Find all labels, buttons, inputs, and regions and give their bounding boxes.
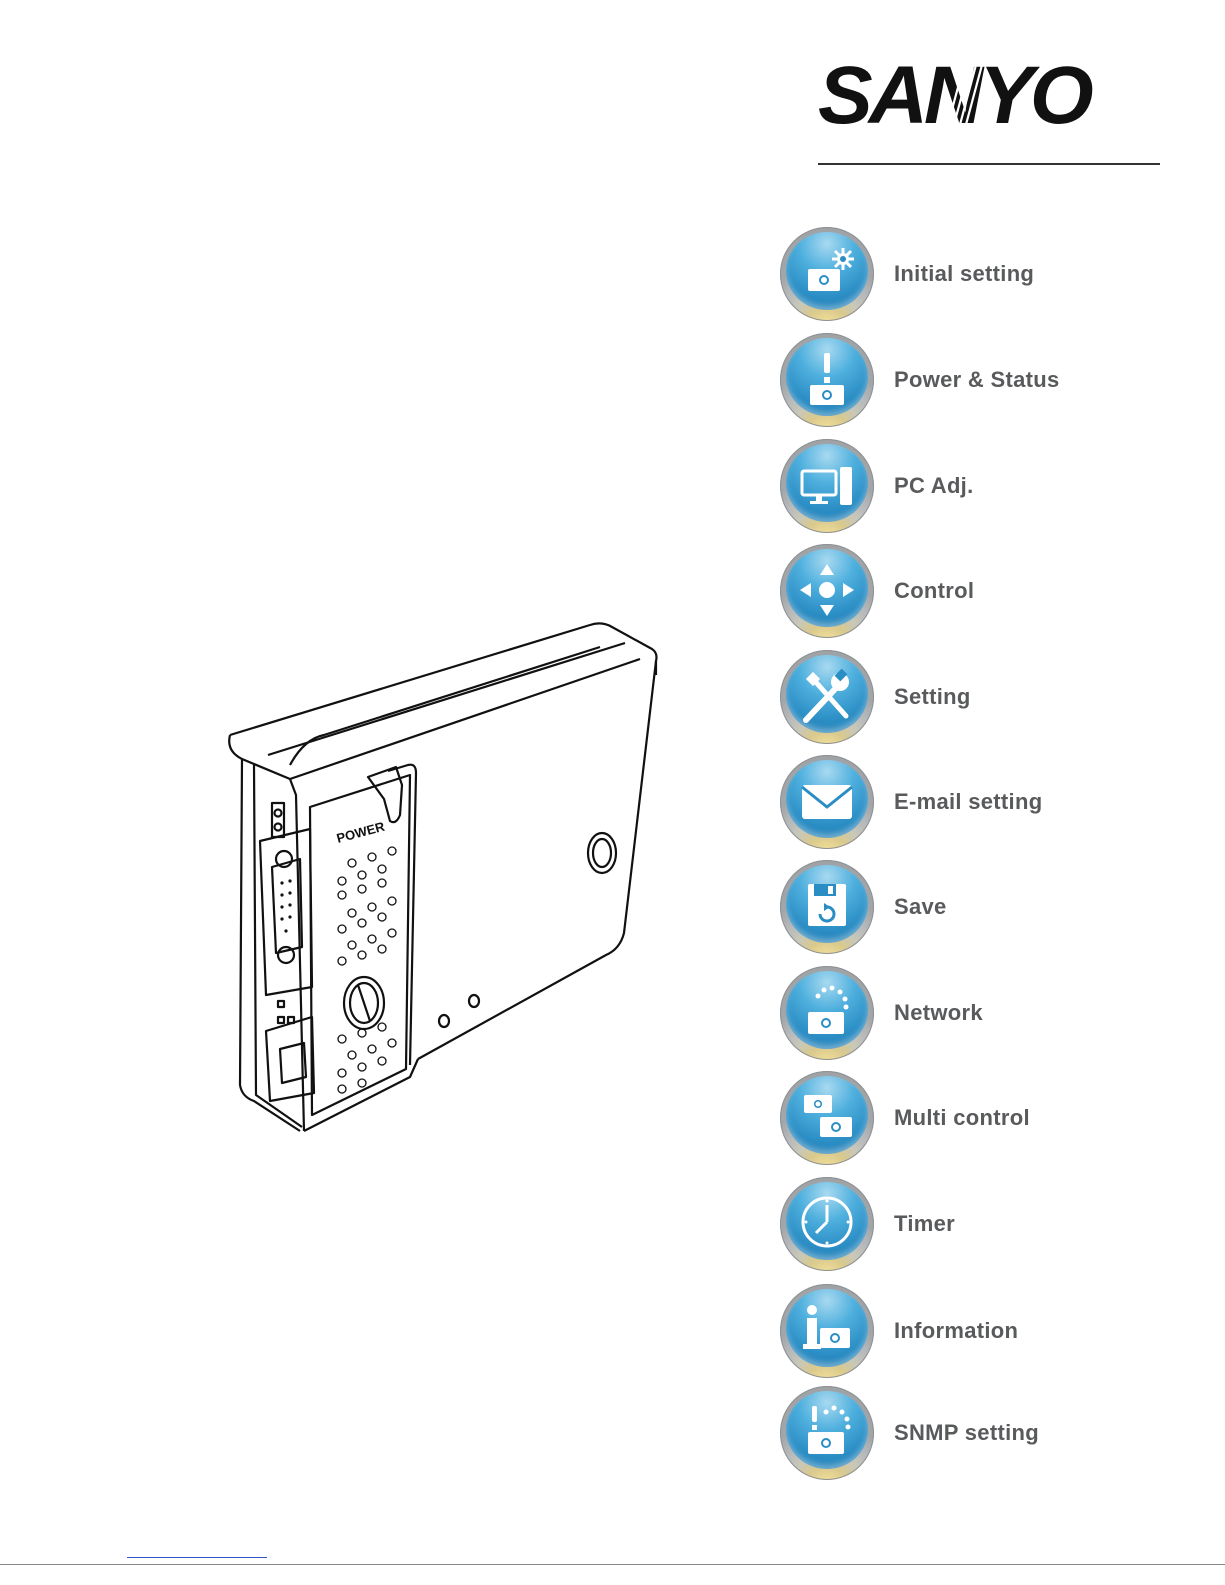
menu-label: Multi control: [894, 1105, 1030, 1131]
menu-item-snmp-setting[interactable]: SNMP setting: [780, 1385, 1180, 1481]
projector-network-icon: [780, 966, 874, 1060]
menu-label: Power & Status: [894, 367, 1060, 393]
direction-pad-icon: [780, 544, 874, 638]
menu-label: Control: [894, 578, 974, 604]
menu-item-control[interactable]: Control: [780, 543, 1180, 639]
floppy-disk-icon: [780, 860, 874, 954]
menu-item-multi-control[interactable]: Multi control: [780, 1070, 1180, 1166]
logo-divider: [818, 163, 1160, 165]
sanyo-logo: SANYO: [818, 48, 1108, 134]
tools-icon: [780, 650, 874, 744]
projector-alert-icon: [780, 333, 874, 427]
menu-label: Timer: [894, 1211, 955, 1237]
footer-link-underline[interactable]: [127, 1557, 267, 1558]
menu-item-pc-adj[interactable]: PC Adj.: [780, 438, 1180, 534]
menu-label: Initial setting: [894, 261, 1034, 287]
menu-item-setting[interactable]: Setting: [780, 649, 1180, 745]
menu-label: Setting: [894, 684, 971, 710]
computer-icon: [780, 439, 874, 533]
menu-label: SNMP setting: [894, 1420, 1039, 1446]
menu-item-save[interactable]: Save: [780, 859, 1180, 955]
menu-item-timer[interactable]: Timer: [780, 1176, 1180, 1272]
projector-snmp-icon: [780, 1386, 874, 1480]
menu-label: PC Adj.: [894, 473, 974, 499]
envelope-icon: [780, 755, 874, 849]
menu-label: Network: [894, 1000, 983, 1026]
footer-divider: [0, 1564, 1225, 1565]
multiple-projectors-icon: [780, 1071, 874, 1165]
menu-item-network[interactable]: Network: [780, 965, 1180, 1061]
clock-icon: [780, 1177, 874, 1271]
menu-item-power-status[interactable]: Power & Status: [780, 332, 1180, 428]
menu-item-email-setting[interactable]: E-mail setting: [780, 754, 1180, 850]
menu-item-information[interactable]: Information: [780, 1283, 1180, 1379]
projector-gear-icon: [780, 227, 874, 321]
device-illustration: POWER: [220, 615, 670, 1145]
menu-item-initial-setting[interactable]: Initial setting: [780, 226, 1180, 322]
menu-label: E-mail setting: [894, 789, 1042, 815]
power-label: POWER: [335, 819, 387, 846]
info-projector-icon: [780, 1284, 874, 1378]
menu-label: Save: [894, 894, 947, 920]
menu-label: Information: [894, 1318, 1018, 1344]
